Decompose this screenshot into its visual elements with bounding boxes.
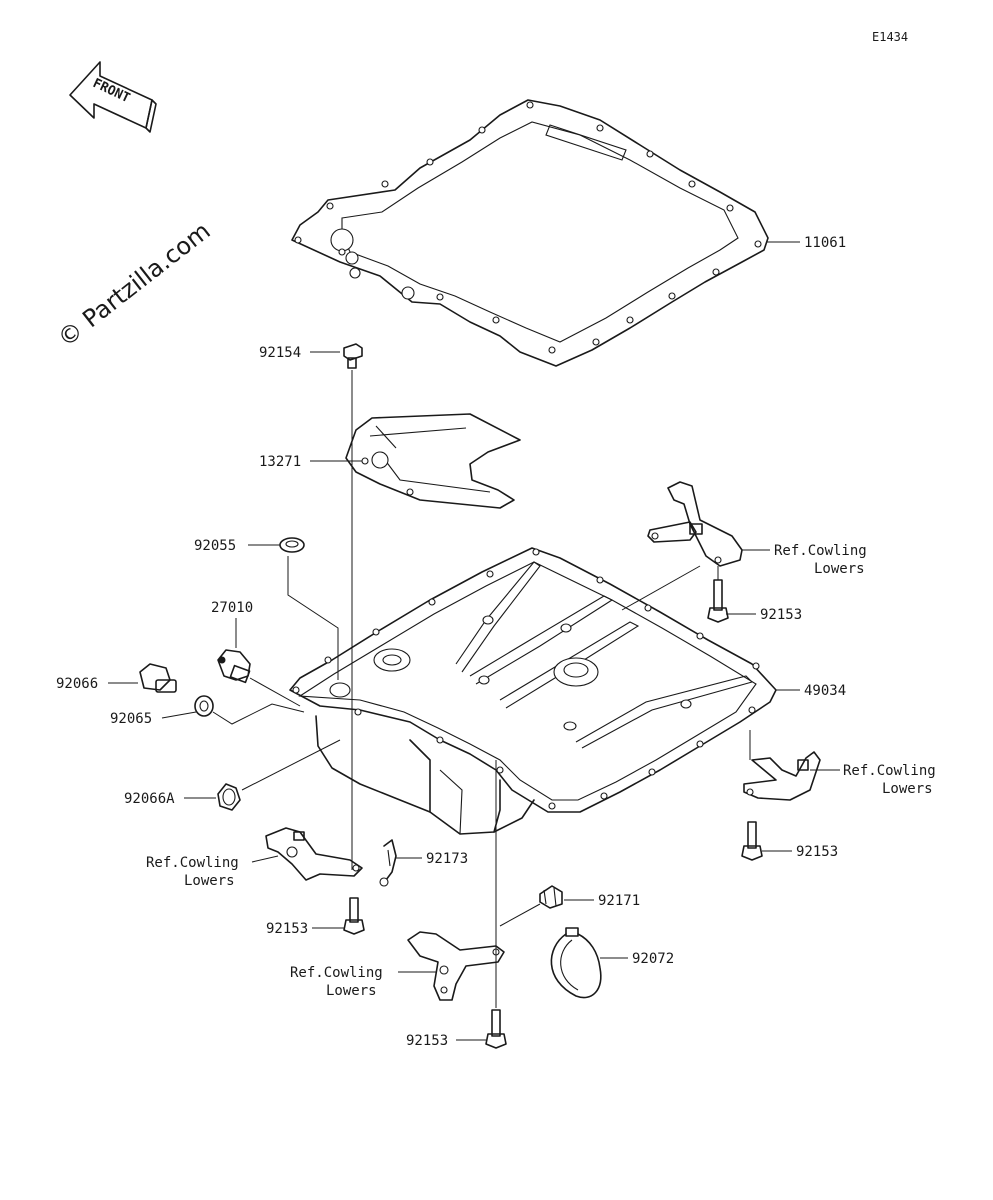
label-92153-b[interactable]: 92153 bbox=[796, 844, 838, 860]
oil-pressure-switch[interactable] bbox=[217, 649, 251, 684]
label-92065[interactable]: 92065 bbox=[110, 711, 152, 727]
bolt-92154[interactable] bbox=[343, 343, 363, 369]
baffle-plate[interactable] bbox=[345, 413, 521, 509]
clamp-92173[interactable] bbox=[379, 839, 397, 887]
bolt-92153-d[interactable] bbox=[485, 1009, 507, 1049]
label-92153-d[interactable]: 92153 bbox=[406, 1033, 448, 1049]
bolt-92153-c[interactable] bbox=[343, 897, 365, 935]
label-92154[interactable]: 92154 bbox=[259, 345, 301, 361]
plug-92066a[interactable] bbox=[217, 783, 241, 811]
label-11061[interactable]: 11061 bbox=[804, 235, 846, 251]
label-ref-cowling-3-line1[interactable]: Ref.Cowling bbox=[146, 855, 239, 871]
oil-pan-gasket[interactable] bbox=[291, 99, 769, 367]
oil-pan[interactable] bbox=[289, 547, 777, 835]
label-92072[interactable]: 92072 bbox=[632, 951, 674, 967]
label-27010[interactable]: 27010 bbox=[211, 600, 253, 616]
cowling-bracket-right[interactable] bbox=[743, 751, 821, 801]
clamp-92171[interactable] bbox=[539, 885, 563, 909]
cowling-bracket-top-right[interactable] bbox=[647, 481, 743, 567]
label-92153-a[interactable]: 92153 bbox=[760, 607, 802, 623]
cowling-bracket-bottom[interactable] bbox=[407, 931, 505, 1001]
label-ref-cowling-3-line2: Lowers bbox=[184, 873, 235, 889]
bolt-92153-a[interactable] bbox=[707, 579, 729, 623]
label-92173[interactable]: 92173 bbox=[426, 851, 468, 867]
washer-92065[interactable] bbox=[194, 695, 214, 717]
cowling-bracket-left[interactable] bbox=[265, 827, 363, 881]
label-92153-c[interactable]: 92153 bbox=[266, 921, 308, 937]
label-ref-cowling-1-line2: Lowers bbox=[814, 561, 865, 577]
band-92072[interactable] bbox=[550, 927, 602, 999]
diagram-code: E1434 bbox=[872, 30, 908, 44]
label-13271[interactable]: 13271 bbox=[259, 454, 301, 470]
label-92066a[interactable]: 92066A bbox=[124, 791, 175, 807]
o-ring-92055[interactable] bbox=[279, 537, 305, 553]
label-ref-cowling-4-line2: Lowers bbox=[326, 983, 377, 999]
label-ref-cowling-2-line2: Lowers bbox=[882, 781, 933, 797]
label-ref-cowling-2-line1[interactable]: Ref.Cowling bbox=[843, 763, 936, 779]
label-ref-cowling-4-line1[interactable]: Ref.Cowling bbox=[290, 965, 383, 981]
label-ref-cowling-1-line1[interactable]: Ref.Cowling bbox=[774, 543, 867, 559]
drain-plug-92066[interactable] bbox=[139, 663, 177, 693]
label-92055[interactable]: 92055 bbox=[194, 538, 236, 554]
watermark: © Partzilla.com bbox=[52, 217, 215, 353]
bolt-92153-b[interactable] bbox=[741, 821, 763, 861]
label-92066[interactable]: 92066 bbox=[56, 676, 98, 692]
front-arrow-icon: FRONT bbox=[69, 61, 157, 133]
label-49034[interactable]: 49034 bbox=[804, 683, 846, 699]
label-92171[interactable]: 92171 bbox=[598, 893, 640, 909]
